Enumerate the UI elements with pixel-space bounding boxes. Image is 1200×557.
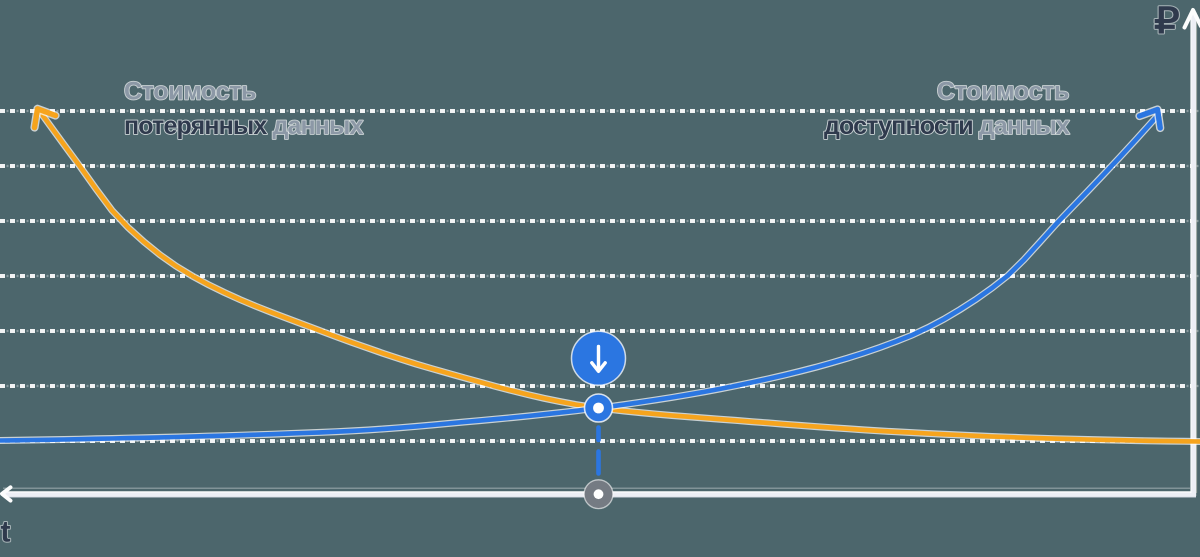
svg-text:доступности данных: доступности данных xyxy=(824,112,1070,140)
svg-text:t: t xyxy=(1,516,11,549)
svg-text:₽: ₽ xyxy=(1154,1,1180,42)
svg-text:потерянных данных: потерянных данных xyxy=(124,112,364,140)
svg-text:Стоимость: Стоимость xyxy=(937,78,1069,106)
svg-text:Стоимость: Стоимость xyxy=(124,78,256,106)
